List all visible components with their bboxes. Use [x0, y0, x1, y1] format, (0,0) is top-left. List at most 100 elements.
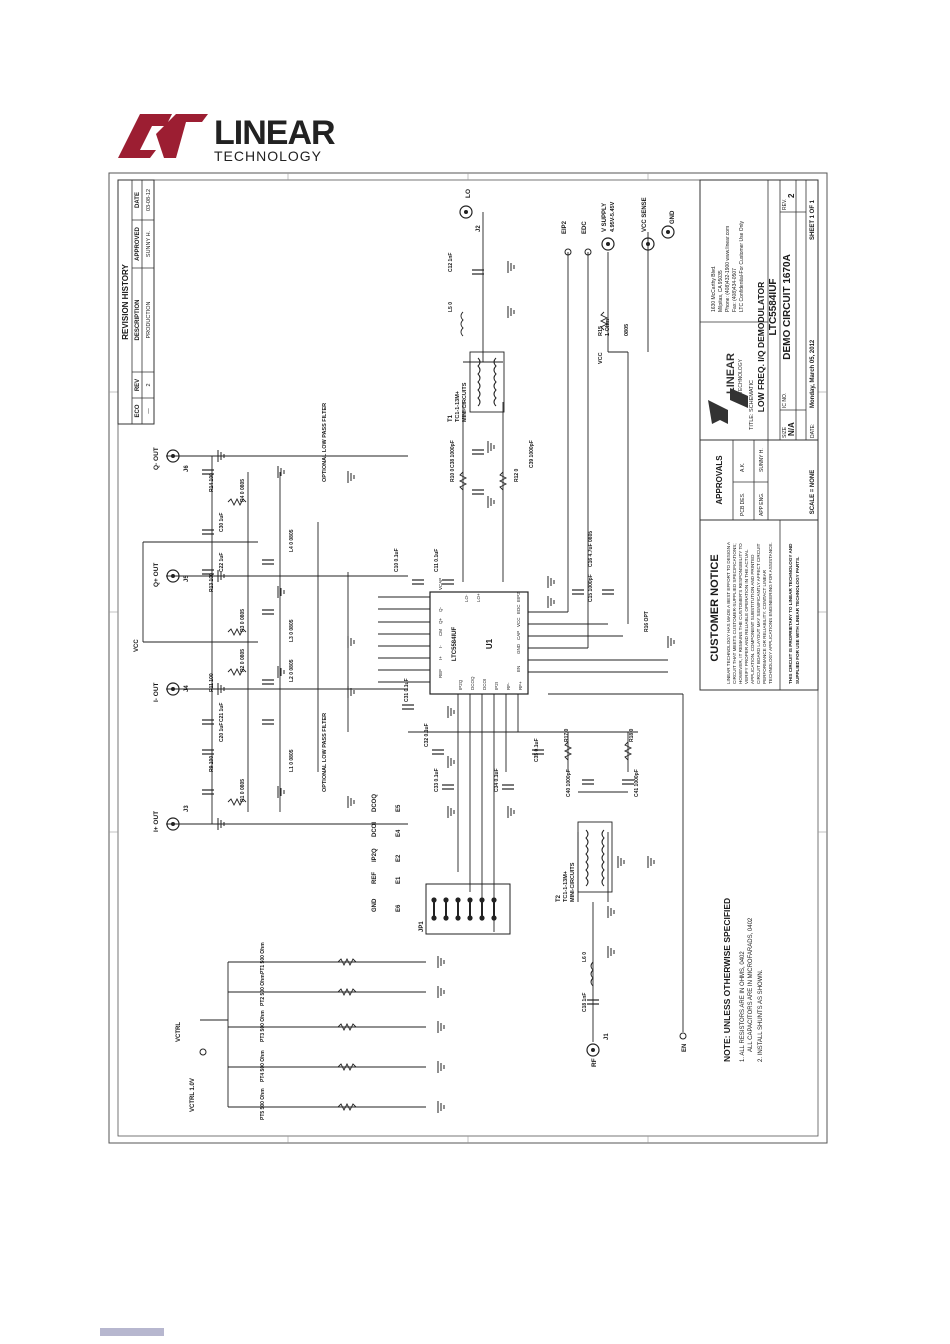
title-block-logo-mark: [708, 388, 748, 424]
label-r15: R15: [598, 326, 604, 336]
ic-pin-en: EN: [516, 666, 521, 672]
label-r17: R17 0: [564, 728, 570, 742]
label-lo: LO: [465, 189, 472, 198]
rev-description: PRODUCTION: [146, 301, 152, 338]
label-e2: E2: [396, 854, 402, 862]
pcb-des-label: PCB DES.: [740, 493, 746, 516]
label-jumper-ip2q: IP2Q: [372, 848, 378, 862]
label-optional-lpf-q: OPTIONAL LOW PASS FILTER: [322, 403, 328, 482]
label-j4: J4: [184, 685, 190, 692]
icno-label: IC NO.: [782, 393, 788, 408]
ic-u1: U1 LTC5584IUF VCAP Q- Q+ CM I- I+ REF IP…: [429, 578, 529, 695]
label-jumper-dcoq: DCOQ: [372, 794, 378, 812]
label-t1: T1: [448, 414, 454, 422]
label-i-out-plus: I+ OUT: [153, 811, 160, 832]
label-c21: C21 1uF: [219, 703, 225, 722]
notice-line-2: CIRCUIT THAT MEETS CUSTOMER-SUPPLIED SPE…: [732, 543, 737, 684]
label-pt3: PT3 500 Ohm: [260, 1010, 266, 1042]
label-vcc-net: VCC: [598, 352, 604, 364]
size-value: N/A: [787, 422, 796, 436]
label-l5: L5 0: [448, 302, 454, 312]
label-i-out-minus: I- OUT: [153, 682, 160, 702]
label-c18: C18 1nF: [582, 993, 588, 1012]
proprietary-line-2: SUPPLIED FOR USE WITH LINEAR TECHNOLOGY …: [795, 557, 800, 684]
logo-mark: [118, 114, 208, 158]
label-r14: R14 100: [209, 473, 215, 492]
notice-line-5: APPLICATION. COMPONENT SUBSTITUTION AND …: [750, 554, 755, 684]
title-block-logo-text: LINEAR: [725, 353, 737, 394]
customer-notice: CUSTOMER NOTICE LINEAR TECHNOLOGY HAS MA…: [699, 519, 819, 691]
label-c12: C12 1nF: [448, 253, 454, 272]
label-j3: J3: [184, 805, 190, 812]
label-c40: C40 1000pF: [566, 769, 572, 797]
logo-sub: TECHNOLOGY: [214, 148, 322, 164]
approvals-label: APPROVALS: [715, 455, 724, 505]
label-r13: R13 100: [209, 573, 215, 592]
label-r3: R3 0 0805: [240, 609, 246, 632]
label-c38: C38 1000pF: [450, 440, 456, 468]
label-jumper-dcoi: DCOI: [372, 822, 378, 837]
transformer-t2: T2 TC1-1-13M+ MINI-CIRCUITS: [556, 821, 613, 902]
label-r1: R1 0 0805: [240, 779, 246, 802]
label-c11: C11 0.1uF: [434, 549, 440, 572]
label-l3: L3 0 0805: [289, 619, 295, 642]
connector-j4: I- OUT J4: [153, 682, 190, 702]
label-l1: L1 0 0805: [289, 749, 295, 772]
notice-title: CUSTOMER NOTICE: [709, 554, 721, 661]
label-vctrl-value: VCTRL 1.0V: [190, 1078, 196, 1112]
label-pt1: PT1 500 Ohm: [260, 942, 266, 974]
label-l2: L2 0 0805: [289, 659, 295, 682]
label-pt4: PT4 500 Ohm: [260, 1050, 266, 1082]
label-c41: C41 1000pF: [634, 769, 640, 797]
label-v-supply: V SUPPLY: [602, 203, 608, 232]
ic-pin-gnd: GND: [516, 643, 521, 654]
address-line-4: Fax: (408)434-0507: [732, 268, 738, 312]
connector-j6: Q- OUT J6: [153, 447, 190, 472]
ic-pin-i-minus: I-: [438, 645, 443, 648]
note-1: 1. ALL RESISTORS ARE IN OHMS, 0402: [740, 951, 746, 1062]
label-c39: C39 1000pF: [529, 440, 535, 468]
address-line-5: LTC Confidential-For Customer Use Only: [739, 220, 745, 312]
label-c33: C33 0.1uF: [434, 768, 440, 792]
ic-pin-lo-plus: LO+: [476, 593, 481, 602]
date-value: Monday, March 05, 2012: [810, 339, 816, 408]
label-vcc-sense: VCC SENSE: [642, 197, 648, 232]
ic-pin-i-plus: I+: [438, 656, 443, 660]
pcb-des-name: A.K.: [740, 463, 746, 472]
label-vctrl: VCTRL: [176, 1022, 182, 1042]
address-line-1: 1630 McCarthy Blvd.: [711, 266, 717, 312]
proprietary-line-1: THIS CIRCUIT IS PROPRIETARY TO LINEAR TE…: [788, 543, 793, 684]
notice-line-8: TECHNOLOGY APPLICATIONS ENGINEERING FOR …: [768, 542, 773, 684]
label-t2: T2: [556, 894, 562, 902]
label-e4: E4: [396, 829, 402, 837]
label-r9: R9 100: [209, 756, 215, 772]
rev-date: 03-08-12: [146, 189, 152, 211]
ic-pin-lo-minus: LO-: [464, 594, 469, 602]
ic-pin-cap: CAP: [516, 631, 521, 640]
jumper-jp1: JP1: [419, 883, 511, 935]
ground-symbols: [217, 260, 675, 1114]
label-c34: C34 0.1uF: [494, 768, 500, 792]
size-label: SIZE: [782, 426, 788, 438]
rev-header-date: DATE: [135, 192, 141, 208]
title-label: TITLE: SCHEMATIC: [749, 380, 755, 430]
label-c30: C30 1uF: [219, 513, 225, 532]
passive-symbols: [201, 269, 635, 1112]
label-l4: L4 0 0805: [289, 529, 295, 552]
notice-line-1: LINEAR TECHNOLOGY HAS MADE A BEST EFFORT…: [726, 541, 731, 684]
label-r18: R18 0: [629, 728, 635, 742]
date-label: DATE:: [810, 424, 816, 438]
label-vcc-left: VCC: [134, 639, 140, 652]
label-c20: C20 1uF: [219, 723, 225, 742]
label-t2-part: TC1-1-13M+: [563, 871, 569, 902]
note-2: 2. INSTALL SHUNTS AS SHOWN.: [758, 969, 764, 1062]
label-optional-lpf-i: OPTIONAL LOW PASS FILTER: [322, 713, 328, 792]
title-block-logo-sub: TECHNOLOGY: [738, 358, 744, 394]
label-r2: R2 0 0805: [240, 649, 246, 672]
ic-pin-vcap: VCAP: [438, 578, 443, 590]
label-j5: J5: [184, 575, 190, 582]
ic-pin-dcoi: DCOI: [482, 679, 487, 690]
rev-header-eco: ECO: [135, 404, 141, 417]
label-jumper-gnd: GND: [372, 898, 378, 912]
label-e1: E1: [396, 876, 402, 884]
